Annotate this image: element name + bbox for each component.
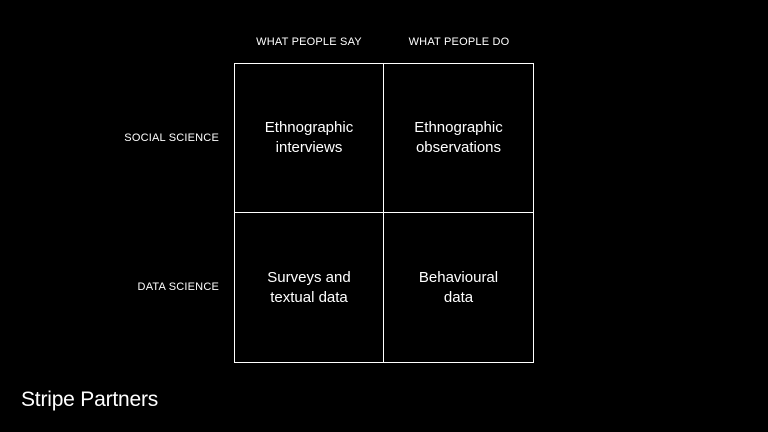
cell-line: Ethnographic <box>414 119 503 136</box>
cell-line: data <box>443 288 474 306</box>
cell-social-do-text: Ethnographic observations <box>414 118 502 158</box>
cell-line: Surveys and <box>267 268 351 286</box>
cell-line: interviews <box>275 139 343 156</box>
cell-social-say: Ethnographic interviews <box>234 63 384 213</box>
cell-data-say-text: Surveys and textual data <box>267 268 350 308</box>
row-header-social-science: SOCIAL SCIENCE <box>124 132 219 144</box>
row-header-data-science: DATA SCIENCE <box>137 281 219 293</box>
column-header-what-people-say: WHAT PEOPLE SAY <box>256 36 362 48</box>
cell-line: Ethnographic <box>264 119 354 136</box>
cell-data-do: Behavioural data <box>384 213 534 363</box>
cell-data-say: Surveys and textual data <box>234 213 384 363</box>
cell-line: observations <box>415 139 502 156</box>
matrix-grid: Ethnographic interviews Ethnographic obs… <box>234 63 534 363</box>
cell-social-do: Ethnographic observations <box>384 63 534 213</box>
cell-social-say-text: Ethnographic interviews <box>265 118 353 158</box>
column-header-what-people-do: WHAT PEOPLE DO <box>408 36 510 48</box>
cell-line: Behavioural <box>418 268 499 286</box>
cell-line: textual data <box>270 288 348 306</box>
cell-data-do-text: Behavioural data <box>419 268 498 308</box>
brand-logo-text: Stripe Partners <box>21 388 159 411</box>
